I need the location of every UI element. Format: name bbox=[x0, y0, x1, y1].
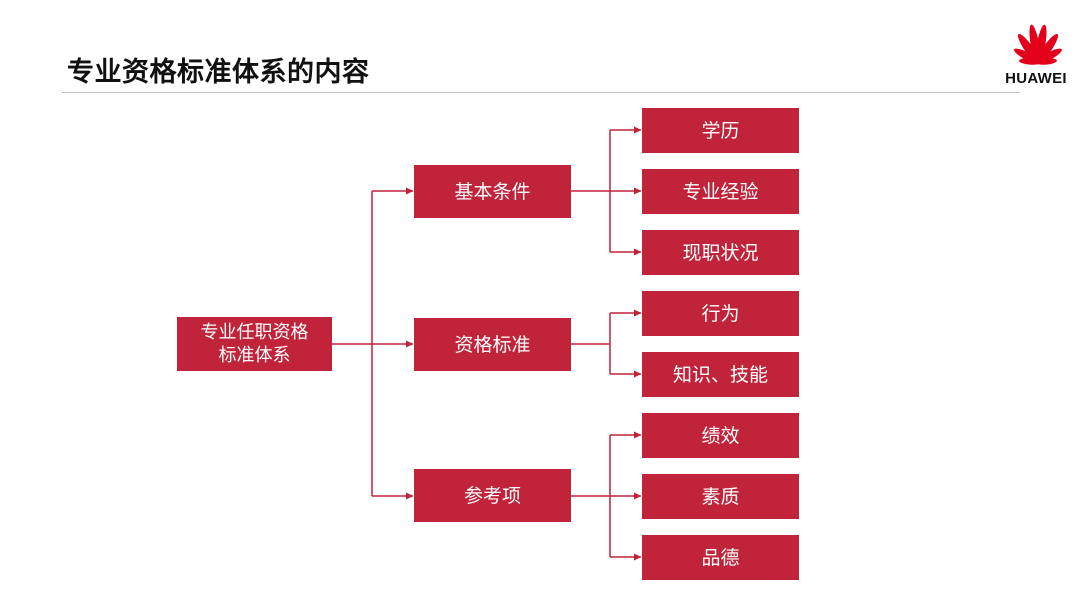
leaf-node-current-position: 现职状况 bbox=[642, 230, 799, 275]
huawei-logo: HUAWEI bbox=[996, 6, 1080, 88]
leaf-node-character: 品德 bbox=[642, 535, 799, 580]
huawei-petals-icon bbox=[1014, 24, 1062, 65]
leaf-node-education: 学历 bbox=[642, 108, 799, 153]
branch-node-qualification-standards: 资格标准 bbox=[414, 318, 571, 371]
branch-node-basic-conditions: 基本条件 bbox=[414, 165, 571, 218]
root-node-line-2: 标准体系 bbox=[218, 345, 291, 366]
leaf-node-behavior: 行为 bbox=[642, 291, 799, 336]
leaf-node-knowledge-skills: 知识、技能 bbox=[642, 352, 799, 397]
page-title: 专业资格标准体系的内容 bbox=[67, 57, 370, 88]
leaf-node-competency: 素质 bbox=[642, 474, 799, 519]
title-divider bbox=[62, 92, 1020, 93]
leaf-node-professional-experience: 专业经验 bbox=[642, 169, 799, 214]
leaf-node-performance: 绩效 bbox=[642, 413, 799, 458]
root-node-line-1: 专业任职资格 bbox=[200, 322, 309, 343]
root-node: 专业任职资格 标准体系 bbox=[177, 317, 332, 371]
branch-node-reference-items: 参考项 bbox=[414, 469, 571, 522]
logo-wordmark: HUAWEI bbox=[1005, 70, 1067, 87]
